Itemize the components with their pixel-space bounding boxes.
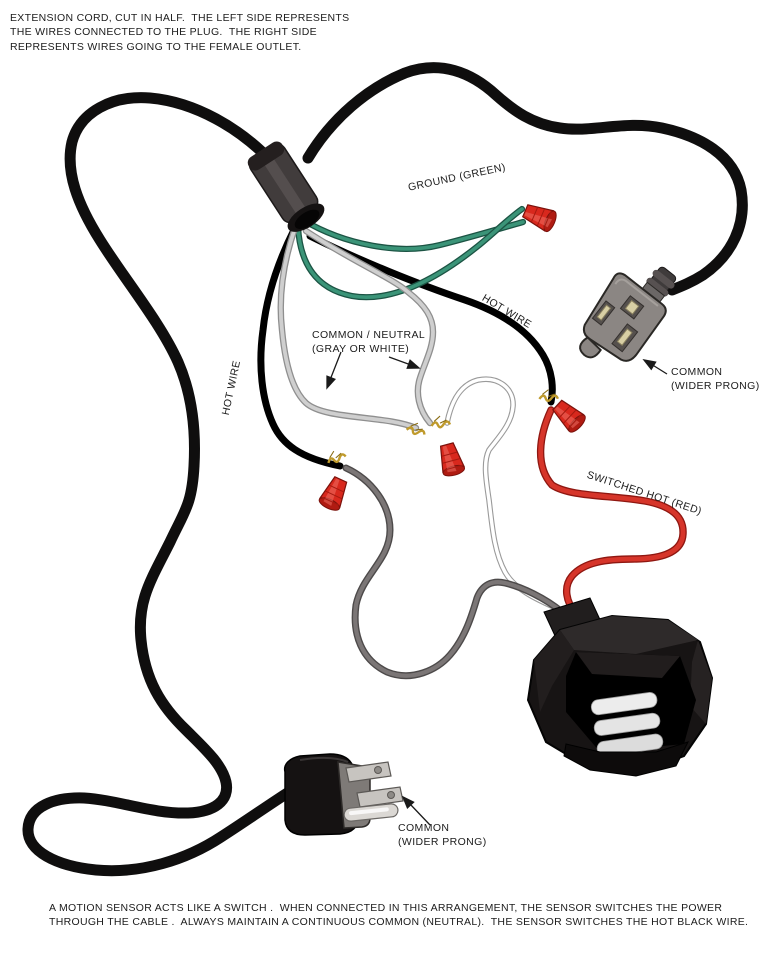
left-cord-path [22,92,298,877]
hot-wire-right-path [306,232,556,406]
motion-sensor [526,597,714,777]
common-wire-left-path [277,224,420,432]
male-plug [283,753,404,836]
common-wider-prong-plug-label: COMMON (WIDER PRONG) [398,822,487,848]
common-wider-prong-outlet-label: COMMON (WIDER PRONG) [671,366,760,392]
switched-hot-wire-path [536,406,687,618]
wire-nut-right [549,396,589,436]
top-note: EXTENSION CORD, CUT IN HALF. THE LEFT SI… [10,12,350,53]
bottom-note: A MOTION SENSOR ACTS LIKE A SWITCH . WHE… [49,902,749,929]
common-wire-middle-path [302,227,437,427]
cable-splice-ferrule [247,141,325,232]
ground-wire-b [294,205,526,301]
sensor-common-wire-path [444,376,559,611]
hot-wire-left-path [257,226,344,470]
common-neutral-label: COMMON / NEUTRAL (GRAY OR WHITE) [312,329,426,355]
wire-nut-middle [435,441,467,479]
outlet-cord-path [302,62,748,296]
female-outlet [579,266,677,362]
sensor-hot-wire-path [342,464,566,680]
arrow-common-neutral-right [388,356,422,373]
arrow-common-plug [399,793,431,826]
brass-splice-left [325,448,348,465]
arrow-common-neutral-left [322,351,342,391]
wire-nut-left [316,474,352,514]
wire-nut-ground [520,200,560,234]
arrow-common-outlet [641,355,668,375]
